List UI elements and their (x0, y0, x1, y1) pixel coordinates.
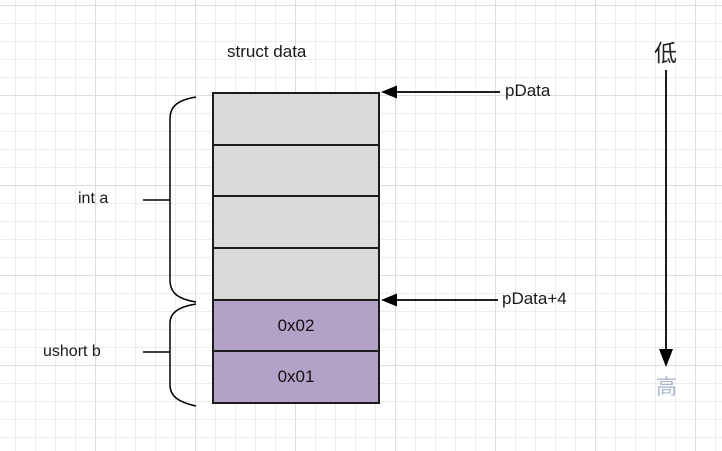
memory-cell-5: 0x01 (214, 350, 378, 403)
label-address-low: 低 (654, 40, 677, 66)
memory-cell-0 (214, 94, 378, 144)
diagram-title: struct data (227, 42, 307, 61)
memory-cell-4: 0x02 (214, 298, 378, 351)
label-ushort-b: ushort b (43, 343, 101, 360)
pdata-arrowhead-icon (381, 85, 397, 99)
label-int-a: int a (78, 190, 109, 207)
memory-cell-3 (214, 247, 378, 299)
memory-cell-1 (214, 143, 378, 196)
brace-int-a (169, 96, 197, 303)
label-pdata: pData (505, 81, 551, 100)
memory-cell-2 (214, 195, 378, 248)
brace-ushort-b (169, 303, 197, 407)
pdata4-arrowhead-icon (381, 293, 397, 307)
memory-box: 0x02 0x01 (212, 92, 380, 404)
label-pdata-plus-4: pData+4 (502, 289, 567, 308)
label-address-high: 高 (656, 376, 677, 399)
direction-arrowhead-icon (659, 349, 673, 367)
